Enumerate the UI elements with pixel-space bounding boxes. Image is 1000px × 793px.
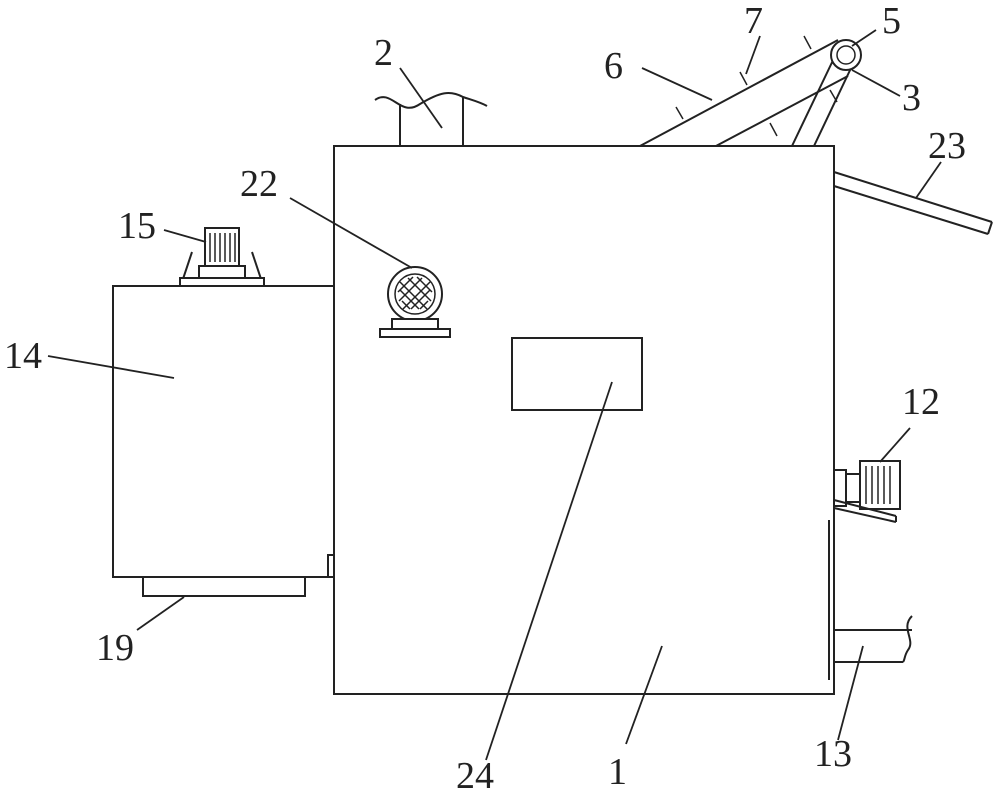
label-12: 12 <box>902 381 940 423</box>
label-3: 3 <box>902 77 921 119</box>
scraper-blade <box>803 35 812 50</box>
leader-12 <box>879 427 911 463</box>
label-15: 15 <box>118 205 156 247</box>
label-22: 22 <box>240 163 278 205</box>
tank-connector <box>327 554 335 578</box>
bottom-tray <box>142 576 306 597</box>
main-housing <box>333 145 835 695</box>
label-7: 7 <box>744 0 763 42</box>
side-tank <box>112 285 335 578</box>
leader-6 <box>641 67 713 101</box>
discharge-chute <box>833 171 993 235</box>
leader-2 <box>399 67 443 129</box>
side-motor <box>828 460 901 680</box>
leader-5 <box>851 29 877 47</box>
inclined-conveyor <box>639 35 849 147</box>
leader-15 <box>163 229 207 243</box>
label-13: 13 <box>814 733 852 775</box>
leader-3 <box>851 69 901 97</box>
roller <box>830 39 862 71</box>
leader-1 <box>625 645 663 745</box>
label-5: 5 <box>882 0 901 42</box>
top-motor <box>179 227 265 287</box>
leader-24 <box>485 381 613 761</box>
outlet-pipe <box>834 615 913 663</box>
label-24: 24 <box>456 755 494 793</box>
leader-7 <box>745 35 761 75</box>
inlet-pipe <box>374 91 488 146</box>
scraper-blade <box>739 71 748 86</box>
leader-13 <box>837 645 864 741</box>
leader-14 <box>47 355 175 379</box>
scraper-blade <box>769 122 778 137</box>
inspection-window <box>511 337 643 411</box>
leader-23 <box>915 161 942 199</box>
leader-22 <box>289 197 413 269</box>
label-19: 19 <box>96 627 134 669</box>
fan <box>379 266 451 338</box>
label-1: 1 <box>608 751 627 793</box>
label-2: 2 <box>374 32 393 74</box>
leader-19 <box>136 596 185 631</box>
label-23: 23 <box>928 125 966 167</box>
leader-lines <box>47 29 942 761</box>
support-arm <box>791 53 853 147</box>
label-6: 6 <box>604 45 623 87</box>
label-14: 14 <box>4 335 42 377</box>
scraper-blade <box>675 106 684 120</box>
